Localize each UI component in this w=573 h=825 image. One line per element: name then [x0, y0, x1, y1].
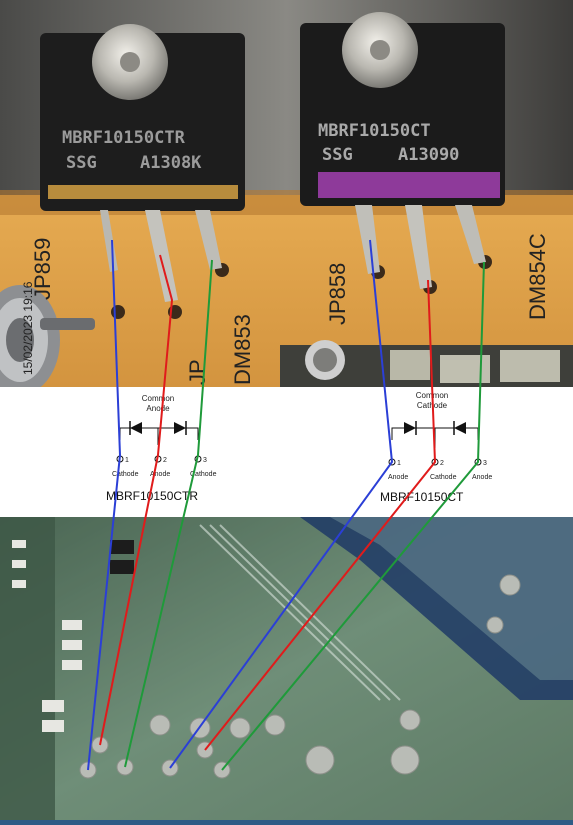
left-chip-line2a: SSG — [66, 153, 97, 173]
left-pin3-label: 3 — [203, 457, 207, 464]
via-hole — [111, 305, 125, 319]
right-pin1-role: Anode — [388, 474, 408, 481]
right-chip-line2b: A13090 — [398, 145, 459, 165]
left-chip-line2b: A1308K — [140, 153, 202, 173]
silk-dm854c: DM854C — [525, 233, 550, 320]
right-pin3-role: Anode — [472, 474, 492, 481]
wire-left-pin3 — [124, 259, 213, 768]
diode-left-symbol — [404, 422, 416, 434]
silk-jp859: JP859 — [30, 238, 55, 300]
wire-left-pin1 — [87, 239, 122, 771]
diode-right-symbol — [454, 422, 466, 434]
wire-right-pin1 — [169, 239, 394, 769]
right-pin3-label: 3 — [483, 460, 487, 467]
right-chip-line1: MBRF10150CT — [318, 121, 431, 141]
photo-timestamp: 15/02/2023 19:16 — [21, 281, 35, 375]
left-pin1-role: Cathode — [112, 471, 139, 478]
left-part-name: MBRF10150CTR — [106, 489, 198, 503]
left-pin2-label: 2 — [163, 457, 167, 464]
silk-jp: JP — [185, 359, 210, 385]
left-title-line1: Common — [142, 394, 174, 403]
bottom-components — [280, 340, 573, 387]
diode-left-symbol — [130, 422, 142, 434]
right-chip-line2a: SSG — [322, 145, 353, 165]
diode-right-symbol — [174, 422, 186, 434]
right-pin2-role: Cathode — [430, 474, 457, 481]
silk-jp858: JP858 — [325, 263, 350, 325]
left-pin3-role: Cathode — [190, 471, 217, 478]
connection-wires — [87, 239, 485, 771]
right-transistor: MBRF10150CT SSG A13090 — [300, 12, 505, 289]
left-chip-line1: MBRF10150CTR — [62, 128, 186, 148]
right-pin1-label: 1 — [397, 460, 401, 467]
top-photo: MBRF10150CTR SSG A1308K MBRF10150CT SSG … — [0, 0, 573, 395]
wire-right-pin2 — [204, 279, 437, 751]
wire-left-pin2 — [99, 254, 174, 746]
wire-right-pin3 — [221, 261, 485, 771]
diagram-common-anode: Common Anode 1 2 3 Cathode Anode Cathode… — [106, 394, 217, 503]
right-pin2-label: 2 — [440, 460, 444, 467]
left-transistor: MBRF10150CTR SSG A1308K — [40, 24, 245, 302]
left-title-line2: Anode — [146, 404, 170, 413]
smd-components — [12, 540, 134, 732]
inductor-coil — [0, 285, 95, 395]
left-pin2-role: Anode — [150, 471, 170, 478]
left-pin1-label: 1 — [125, 457, 129, 464]
diagram-band — [0, 387, 573, 517]
right-part-name: MBRF10150CT — [380, 490, 464, 504]
silk-dm853: DM853 — [230, 314, 255, 385]
bottom-photo — [0, 517, 573, 825]
